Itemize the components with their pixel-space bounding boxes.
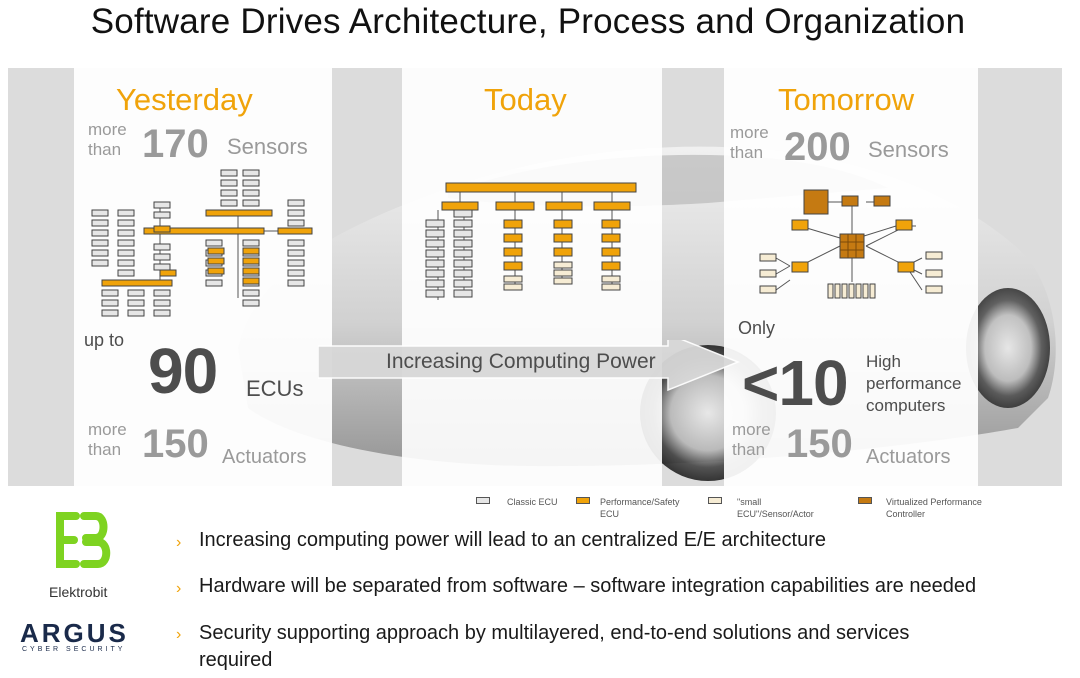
tomorrow-centralized-diagram [759, 189, 943, 299]
bullet-3-continued: required [199, 649, 273, 671]
tomorrow-sensors-count: 200 [784, 125, 851, 169]
elektrobit-logo-text: Elektrobit [49, 584, 108, 600]
tomorrow-sensors-unit: Sensors [868, 137, 949, 162]
bullet-chevron-icon: › [176, 580, 182, 597]
legend-small-ecu-swatch [708, 497, 722, 504]
yesterday-actuators-prefix: more than [88, 420, 127, 459]
tomorrow-actuators-prefix: more than [732, 420, 771, 459]
architecture-visual [8, 68, 1062, 486]
legend-performance-ecu-swatch [576, 497, 590, 504]
bullet-chevron-icon: › [176, 534, 182, 551]
bullet-3: Security supporting approach by multilay… [199, 622, 910, 644]
arrow-label: Increasing Computing Power [386, 350, 656, 373]
legend-classic-ecu: Classic ECU [507, 497, 558, 507]
tomorrow-sensors-prefix: more than [730, 123, 769, 162]
tomorrow-hpc-count: <10 [742, 347, 849, 419]
bullet-chevron-icon: › [176, 626, 182, 643]
tomorrow-hpc-prefix: Only [738, 318, 776, 338]
yesterday-heading: Yesterday [116, 82, 253, 117]
today-domain-diagram [425, 182, 637, 300]
bullet-1: Increasing computing power will lead to … [199, 529, 826, 551]
argus-logo-subtext: CYBER SECURITY [22, 646, 126, 653]
yesterday-ecu-prefix: up to [84, 330, 125, 350]
legend-virtualized-controller-swatch [858, 497, 872, 504]
computing-power-arrow [318, 340, 741, 392]
yesterday-sensors-prefix: more than [88, 120, 127, 159]
legend-classic-ecu-swatch [476, 497, 490, 504]
today-heading: Today [484, 82, 567, 117]
yesterday-sensors-unit: Sensors [227, 134, 308, 159]
yesterday-distributed-diagram [91, 169, 313, 317]
yesterday-sensors-count: 170 [142, 122, 209, 166]
argus-logo-text: ARGUS [20, 618, 129, 648]
bullet-2: Hardware will be separated from software… [199, 575, 977, 597]
tomorrow-heading: Tomorrow [778, 82, 915, 117]
tomorrow-hpc-unit: High performance computers [866, 352, 962, 415]
elektrobit-logo-icon [56, 512, 111, 568]
yesterday-panel [74, 68, 332, 486]
tomorrow-actuators-count: 150 [786, 422, 853, 466]
yesterday-actuators-unit: Actuators [222, 446, 307, 468]
slide-title: Software Drives Architecture, Process an… [90, 2, 966, 41]
yesterday-ecu-unit: ECUs [246, 376, 304, 401]
tomorrow-actuators-unit: Actuators [866, 446, 951, 468]
yesterday-ecu-count: 90 [148, 335, 218, 407]
yesterday-actuators-count: 150 [142, 422, 209, 466]
